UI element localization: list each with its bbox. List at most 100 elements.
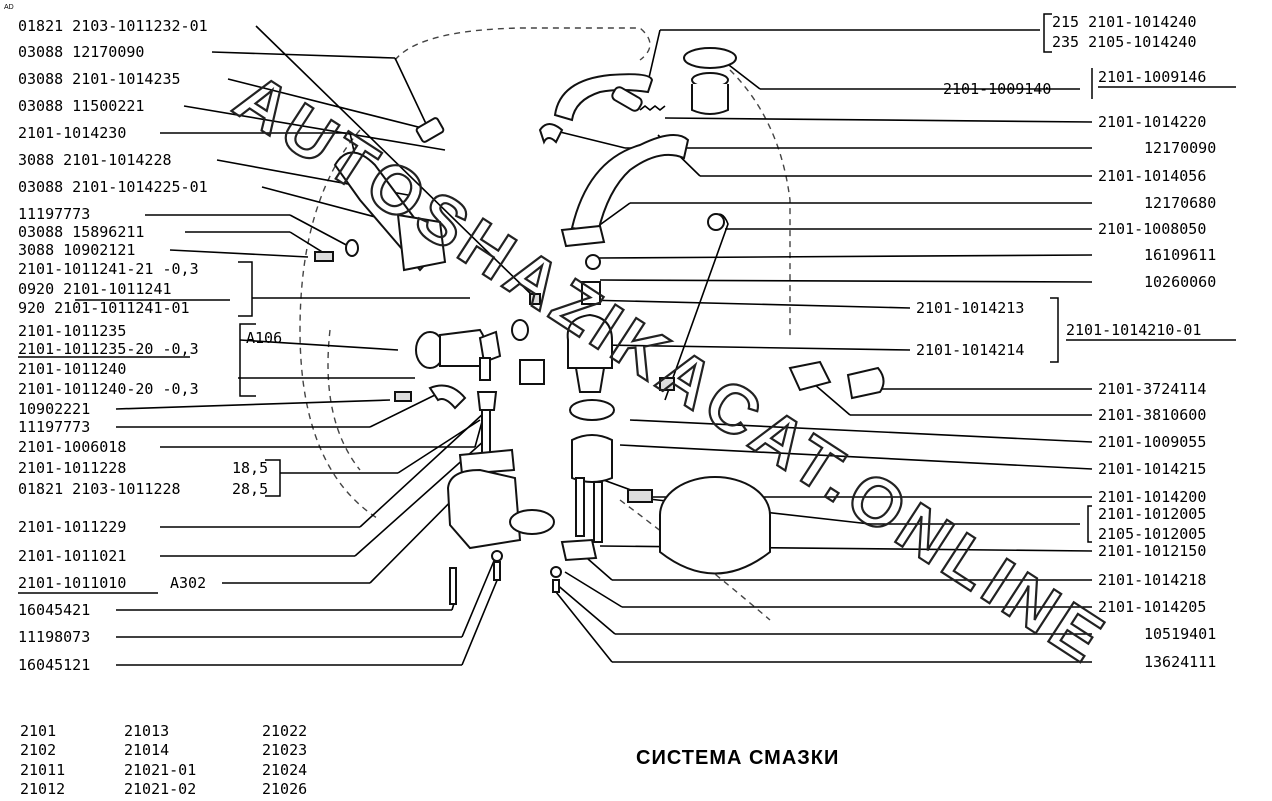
part-label: 01821 2103-1011232-01 — [18, 17, 208, 35]
part-label: 2101-1014215 — [1098, 460, 1206, 478]
separator-tube — [581, 281, 601, 305]
part-label: 12170090 — [1144, 139, 1216, 157]
filler-neck — [691, 84, 729, 115]
diagram-title: СИСТЕМА СМАЗКИ — [636, 747, 839, 769]
part-label: 03088 11500221 — [18, 97, 144, 115]
model-code: 21012 — [20, 780, 65, 798]
part-label: 2101-1014214 — [916, 341, 1024, 359]
part-label: 2101-1011240 — [18, 360, 126, 378]
spring-clip — [639, 104, 666, 112]
tube-bracket — [560, 538, 598, 562]
oil-seal — [511, 319, 529, 341]
filter-fitting — [627, 489, 653, 503]
part-label: 03088 2101-1014225-01 — [18, 178, 208, 196]
nut — [529, 293, 541, 305]
part-label: 03088 12170090 — [18, 43, 144, 61]
drain-tube-sleeve — [571, 434, 613, 483]
oil-separator-body — [566, 313, 613, 369]
washer-3 — [550, 566, 562, 578]
pump-cover-plate — [458, 448, 516, 476]
oil-pump-body — [446, 468, 522, 550]
part-label: 2101-3724114 — [1098, 380, 1206, 398]
model-code: 21024 — [262, 761, 307, 779]
part-label: 28,5 — [232, 480, 268, 498]
part-label: 2101-1014205 — [1098, 598, 1206, 616]
engine-outline — [299, 27, 791, 621]
vent-hose-clamp — [560, 224, 606, 248]
bolt-1 — [314, 251, 334, 262]
part-label: 10260060 — [1144, 273, 1216, 291]
part-label: 2101-1011235-20 -0,3 — [18, 340, 199, 358]
pipe-bracket — [396, 213, 447, 272]
label-underlines — [18, 86, 1236, 594]
part-label: 11198073 — [18, 628, 90, 646]
vent-hose — [570, 134, 690, 234]
part-label: 16109611 — [1144, 246, 1216, 264]
part-label: 2101-1011010 — [18, 574, 126, 592]
oil-intake — [509, 509, 555, 535]
model-code: 21022 — [262, 722, 307, 740]
oil-pressure-sensor — [788, 360, 832, 392]
part-label: 2101-1014213 — [916, 299, 1024, 317]
part-label: 0920 2101-1011241 — [18, 280, 172, 298]
part-label: 2101-1012005 — [1098, 505, 1206, 523]
sensor-cap — [846, 366, 885, 400]
part-label: 2101-1014218 — [1098, 571, 1206, 589]
pump-screw — [493, 561, 501, 581]
part-label: 3088 10902121 — [18, 241, 135, 259]
pump-drive-sleeve — [476, 391, 498, 411]
part-label: 10902221 — [18, 400, 90, 418]
part-label: 03088 2101-1014235 — [18, 70, 181, 88]
gear-shaft — [478, 330, 502, 364]
part-label: 11197773 — [18, 205, 90, 223]
dipstick-ring — [707, 213, 725, 231]
model-code: 21014 — [124, 741, 169, 759]
part-label: 3088 2101-1014228 — [18, 151, 172, 169]
part-label: 16045121 — [18, 656, 90, 674]
part-label: 12170680 — [1144, 194, 1216, 212]
part-label: 2101-1009146 — [1098, 68, 1206, 86]
part-label: 235 2105-1014240 — [1052, 33, 1197, 51]
part-label: 2101-1011021 — [18, 547, 126, 565]
model-code: 2102 — [20, 741, 56, 759]
part-label: 2101-1011235 — [18, 322, 126, 340]
corner-mark: AD — [4, 4, 14, 11]
hose-clamp — [538, 123, 564, 145]
part-label: 2101-1014210-01 — [1066, 321, 1201, 339]
part-label: 10519401 — [1144, 625, 1216, 643]
part-label: 2101-1011229 — [18, 518, 126, 536]
model-code: 21011 — [20, 761, 65, 779]
part-label: 920 2101-1011241-01 — [18, 299, 190, 317]
model-code: 21021-01 — [124, 761, 196, 779]
model-code: 21026 — [262, 780, 307, 798]
separator-gasket — [569, 399, 615, 421]
pump-bolt — [449, 567, 457, 605]
model-list: 2101 21013 21022 2102 21014 21023 21011 … — [20, 722, 307, 798]
part-label: 18,5 — [232, 459, 268, 477]
part-label: 11197773 — [18, 418, 90, 436]
bushing — [519, 359, 545, 385]
pin — [479, 357, 491, 381]
washer-2 — [491, 550, 503, 562]
right-labels: 215 2101-1014240 235 2105-1014240 2101-1… — [916, 13, 1216, 671]
oil-filter-body — [659, 515, 771, 575]
part-label: 2101-1014056 — [1098, 167, 1206, 185]
part-label: 13624111 — [1144, 653, 1216, 671]
crankcase-vent-hose — [553, 73, 654, 122]
separator-neck — [574, 367, 606, 393]
dipstick-guide — [659, 377, 675, 391]
part-label: 215 2101-1014240 — [1052, 13, 1197, 31]
part-label: 2101-1008050 — [1098, 220, 1206, 238]
left-labels: 01821 2103-1011232-01 03088 12170090 030… — [18, 17, 282, 674]
part-label: A106 — [246, 329, 282, 347]
part-label: 2101-1006018 — [18, 438, 126, 456]
part-label: 2101-1009055 — [1098, 433, 1206, 451]
clip — [415, 117, 445, 143]
grommet — [585, 254, 601, 270]
washer-1 — [345, 239, 359, 257]
part-label: 2101-1011228 — [18, 459, 126, 477]
model-code: 2101 — [20, 722, 56, 740]
oil-filler-cap — [683, 47, 737, 69]
part-label: A302 — [170, 574, 206, 592]
